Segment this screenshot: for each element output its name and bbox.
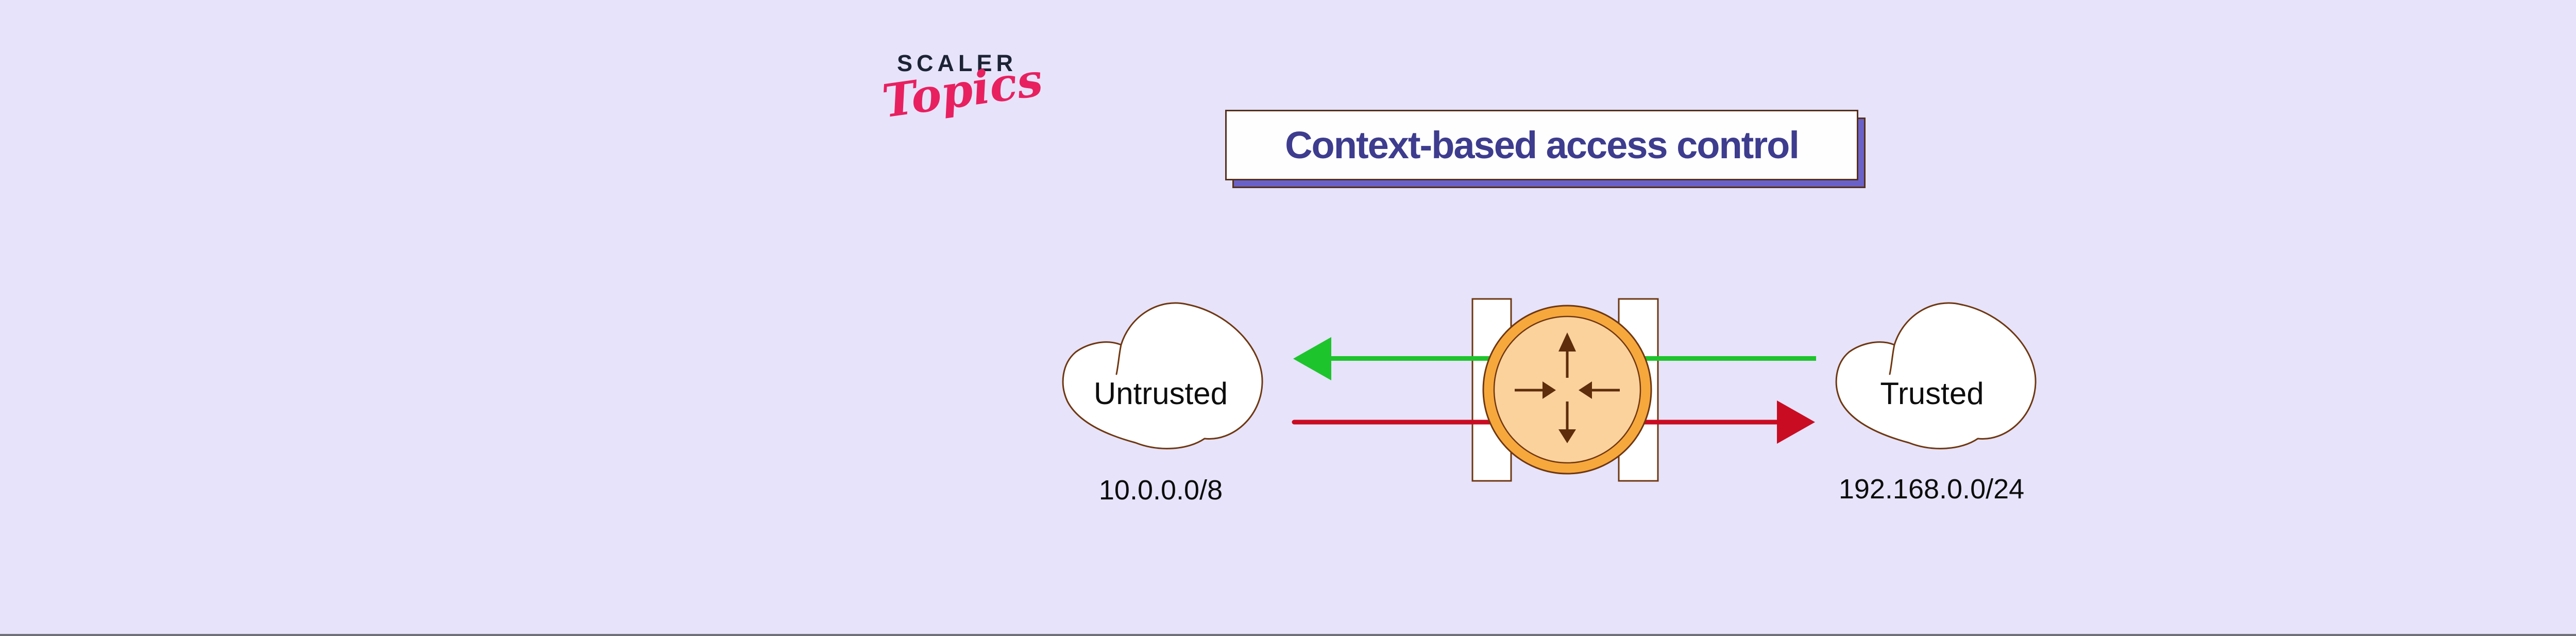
title-box-face: Context-based access control: [1225, 110, 1858, 180]
trusted-cloud-label: Trusted: [1880, 376, 1984, 411]
title-box: Context-based access control: [1225, 110, 1866, 188]
firewall-diagram: [1292, 298, 1816, 482]
return-traffic-arrowhead-icon: [1293, 337, 1331, 380]
cloud-shape: [1062, 302, 1263, 449]
untrusted-cloud-label: Untrusted: [1093, 376, 1228, 411]
firewall-router-circle-inner: [1493, 315, 1641, 464]
trusted-cloud-icon: [1835, 302, 2037, 449]
cloud-shape: [1835, 302, 2037, 449]
untrusted-subnet-label: 10.0.0.0/8: [1098, 475, 1223, 506]
bottom-edge-line: [0, 634, 2576, 636]
four-direction-arrows-icon: [1515, 332, 1620, 443]
outbound-traffic-arrowhead-icon: [1777, 400, 1815, 444]
page-title: Context-based access control: [1285, 124, 1800, 166]
trusted-subnet-label: 192.168.0.0/24: [1838, 474, 2025, 505]
untrusted-cloud-icon: [1062, 302, 1263, 449]
scaler-logo-wordmark: SCALER: [897, 50, 1018, 76]
